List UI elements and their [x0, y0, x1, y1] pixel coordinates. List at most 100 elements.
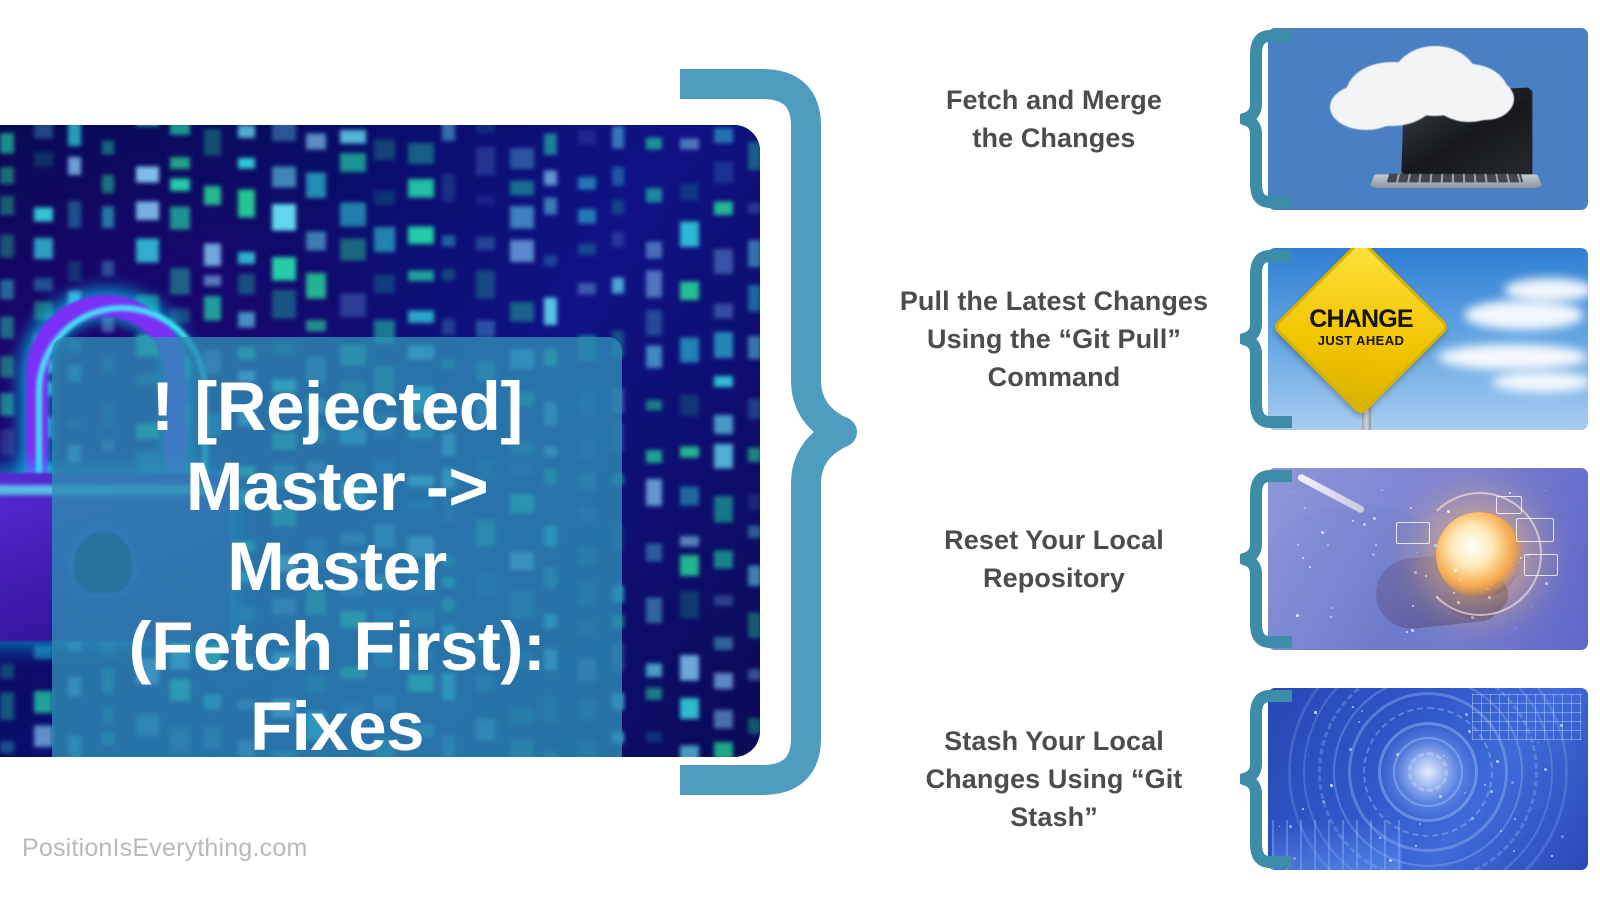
step-thumbnail: [1268, 688, 1588, 870]
sky-cloud: [1504, 278, 1588, 302]
data-point-dot: [1412, 605, 1415, 608]
data-point-dot: [1293, 492, 1295, 494]
data-point-dot: [1520, 557, 1522, 559]
page-title: ! [Rejected]Master ->Master(Fetch First)…: [129, 367, 546, 757]
tech-dot: [1361, 710, 1364, 713]
tech-dot: [1330, 784, 1333, 787]
data-point-dot: [1487, 621, 1489, 623]
road-sign: CHANGE JUST AHEAD: [1271, 248, 1451, 417]
sky-cloud: [1492, 372, 1588, 392]
data-point-dot: [1330, 616, 1333, 619]
tech-dot: [1302, 808, 1304, 810]
cloud-puff: [1458, 78, 1514, 120]
label-line: Command: [987, 362, 1121, 393]
tech-dot: [1560, 724, 1563, 727]
laptop-keyboard: [1386, 173, 1524, 183]
label-line: the Changes: [972, 123, 1136, 153]
tech-dot: [1379, 837, 1381, 839]
data-point-dot: [1352, 520, 1355, 523]
sky-cloud: [1438, 344, 1588, 370]
tech-dot: [1533, 847, 1535, 849]
data-point-dot: [1406, 631, 1408, 633]
tech-dot: [1551, 855, 1554, 858]
title-plate: ! [Rejected]Master ->Master(Fetch First)…: [52, 337, 622, 757]
tech-dot: [1511, 781, 1514, 784]
step-brace-icon: [1238, 468, 1296, 650]
tech-dot: [1419, 823, 1422, 826]
data-point-dot: [1515, 628, 1516, 629]
data-point-dot: [1372, 553, 1375, 556]
radial-core-glow: [1380, 723, 1476, 820]
data-point-dot: [1509, 492, 1511, 494]
data-point-dot: [1487, 588, 1490, 591]
hud-panel: [1516, 518, 1554, 542]
data-point-dot: [1373, 517, 1377, 521]
data-point-dot: [1488, 596, 1491, 599]
label-line: Changes Using “Git: [925, 763, 1183, 794]
tech-dot: [1439, 795, 1442, 798]
tech-dot: [1415, 845, 1418, 848]
step-media: [1238, 468, 1588, 650]
matrix-column: [748, 125, 760, 757]
matrix-column: [680, 125, 699, 757]
step-brace-icon: [1238, 28, 1296, 210]
label-line: Stash Your Local: [944, 725, 1164, 756]
tech-dot: [1484, 784, 1487, 787]
tech-dot: [1465, 713, 1468, 716]
tech-dot: [1279, 826, 1281, 828]
big-brace-connector: [666, 68, 866, 796]
data-point-dot: [1297, 544, 1299, 546]
hud-panel: [1496, 496, 1522, 514]
tech-dot: [1514, 818, 1516, 820]
data-point-dot: [1453, 592, 1455, 594]
data-point-dot: [1447, 510, 1450, 513]
tech-dot: [1464, 792, 1466, 794]
tech-dot: [1293, 857, 1296, 860]
data-point-dot: [1519, 562, 1521, 564]
title-line: Master ->: [185, 447, 489, 525]
data-point-dot: [1436, 596, 1438, 598]
sign-line-2: JUST AHEAD: [1317, 333, 1405, 348]
tech-dot: [1349, 748, 1352, 751]
tech-dot: [1308, 755, 1309, 756]
label-line: Stash”: [1010, 802, 1098, 833]
tech-dot: [1314, 711, 1317, 714]
tech-dot: [1396, 753, 1399, 756]
tech-dot: [1322, 800, 1325, 803]
tech-dot: [1358, 721, 1360, 723]
label-line: Reset Your Local: [944, 524, 1164, 555]
tech-dot: [1561, 835, 1564, 838]
glowing-globe: [1436, 512, 1522, 598]
data-point-dot: [1457, 534, 1459, 536]
step-brace-icon: [1238, 248, 1296, 430]
tech-dot: [1521, 834, 1523, 836]
step-thumbnail: CHANGE JUST AHEAD: [1268, 248, 1588, 430]
title-line: ! [Rejected]: [151, 367, 523, 445]
data-point-dot: [1471, 616, 1474, 619]
data-point-dot: [1300, 615, 1302, 617]
data-point-dot: [1425, 575, 1427, 577]
step-media: [1238, 28, 1588, 210]
data-point-dot: [1304, 507, 1306, 509]
data-point-dot: [1363, 523, 1366, 526]
step-thumbnail: [1268, 28, 1588, 210]
site-watermark: PositionIsEverything.com: [22, 834, 308, 862]
grid-overlay: [1472, 694, 1582, 740]
title-line: Fixes: [250, 688, 424, 757]
data-point-dot: [1454, 569, 1457, 572]
step-thumbnail: [1268, 468, 1588, 650]
data-point-dot: [1331, 607, 1333, 609]
data-point-dot: [1321, 531, 1324, 534]
hud-panel: [1524, 554, 1558, 576]
data-point-dot: [1434, 544, 1438, 548]
tech-dot: [1544, 768, 1548, 772]
data-point-dot: [1416, 552, 1418, 554]
data-point-dot: [1413, 531, 1415, 533]
tech-dot: [1490, 790, 1493, 793]
